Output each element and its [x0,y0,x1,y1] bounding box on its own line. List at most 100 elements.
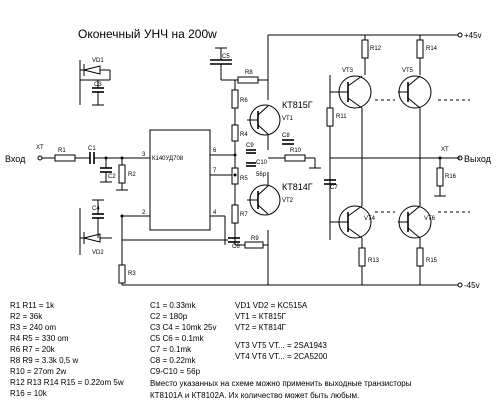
legend-line: R10 = 27om 2w [10,367,66,376]
legend-line: VT2 = КТ814Г [235,323,287,332]
legend-line: C8 = 0.22mk [150,356,197,365]
note-line: КТ8101А и КТ8102А. Их количество может б… [150,391,359,400]
negative-rail-label: -45v [464,281,480,290]
c4-label: C4 [92,206,100,212]
r12-resistor [361,39,369,59]
r11-resistor [326,107,334,127]
vt1-transistor [247,104,281,136]
vt2-transistor [247,184,281,216]
ic-name: К140УД708 [152,156,184,162]
r8-label: R8 [245,70,253,76]
r15-label: R15 [426,258,438,264]
vt6-transistor [398,205,432,239]
r7-resistor [231,204,239,224]
legend-line: R16 = 10k [10,389,48,398]
ic-pin-7: 7 [213,168,217,174]
legend-line: C1 = 0.33mk [150,301,197,310]
c8-label: C8 [282,133,290,139]
vt6-label: VT6 [424,216,436,222]
xt-out-label: XT [441,147,449,153]
vt3-label: VT3 [342,68,354,74]
c10-label: C10 [256,160,268,166]
c2-label: C2 [108,174,116,180]
legend-capacitors: C1 = 0.33mk C2 = 180p C3 C4 = 10mk 25v C… [150,301,216,376]
legend-line: R6 R7 = 20k [10,345,56,354]
r9-resistor [244,241,264,249]
r6-label: R6 [240,98,248,104]
r11-label: R11 [336,114,347,120]
c10-value: 56p [256,172,267,178]
vd1-label: VD1 [92,58,104,64]
legend-line: C2 = 180p [150,312,188,321]
schematic-title: Оконечный УНЧ на 200w [78,27,217,41]
r15-resistor [416,247,424,267]
r1-resistor [54,154,76,162]
vt1-type: КТ815Г [282,100,313,110]
r14-label: R14 [426,46,438,52]
legend-line: C9-C10 = 56p [150,367,201,376]
opamp-ic [149,129,211,231]
legend-resistors: R1 R11 = 1k R2 = 36k R3 = 240 om R4 R5 =… [10,301,124,398]
substitution-note: Вместо указанных на схеме можно применит… [150,379,412,400]
legend-line: R4 R5 = 330 om [10,334,69,343]
r2-label: R2 [128,172,136,178]
legend-line: C7 = 0.1mk [150,345,192,354]
vt2-label: VT2 [282,198,294,204]
output-label: Выход [464,154,492,164]
vt1-label: VT1 [282,116,294,122]
positive-rail: +45v [268,31,482,40]
legend-line: VT3 VT5 VT... = 2SA1943 [235,341,327,350]
r1-label: R1 [58,148,66,154]
r4-resistor [231,124,239,142]
vt5-label: VT5 [402,68,414,74]
r6-resistor [231,89,239,109]
legend-line: R12 R13 R14 R15 = 0.22om 5w [10,378,124,387]
r16-resistor [436,167,444,187]
legend-line: R1 R11 = 1k [10,301,55,310]
r3-label: R3 [128,271,136,277]
xt-in-label: XT [36,145,44,151]
ic-pin-4: 4 [213,210,217,216]
r13-resistor [358,247,366,267]
r7-label: R7 [240,212,248,218]
legend-line: VT4 VT6 VT... = 2CA5200 [235,352,328,361]
vd1-diode [83,65,101,75]
vt3-transistor [330,75,372,109]
r8-resistor [237,76,259,84]
legend-line: R8 R9 = 3.3k 0,5 w [10,356,78,365]
c1-label: C1 [88,146,96,152]
legend-line: R2 = 36k [10,312,43,321]
negative-rail: -45v [122,281,480,290]
ic-pin-2: 2 [142,210,146,216]
c6-label: C6 [232,244,240,250]
r5-label: R5 [240,176,248,182]
r14-resistor [416,39,424,59]
legend-line: R3 = 240 om [10,323,56,332]
vt4-transistor [330,205,372,239]
note-line: Вместо указанных на схеме можно применит… [150,379,412,388]
legend-line: VD1 VD2 = KC515A [235,301,308,310]
vt2-type: КТ814Г [282,182,313,192]
vd2-label: VD2 [92,250,104,256]
r3-resistor [118,264,126,284]
r10-resistor [284,154,306,162]
positive-rail-label: +45v [464,31,482,40]
legend-line: VT1 = КТ815Г [235,312,287,321]
ic-pin-6: 6 [213,148,217,154]
c5-label: C5 [222,54,230,60]
vt4-label: VT4 [364,216,376,222]
legend-semiconductors: VD1 VD2 = KC515A VT1 = КТ815Г VT2 = КТ81… [235,301,328,361]
input-label: Вход [5,154,26,164]
r16-label: R16 [445,174,457,180]
r4-label: R4 [240,132,248,138]
r12-label: R12 [370,46,382,52]
ic-pin-3: 3 [142,152,146,158]
c7-label: C7 [330,185,338,191]
vt5-transistor [398,75,432,109]
input-terminal: Вход XT [5,145,44,164]
r13-label: R13 [368,258,380,264]
legend-line: C3 C4 = 10mk 25v [150,323,216,332]
legend-line: C5 C6 = 0.1mk [150,334,205,343]
c9-label: C9 [246,143,254,149]
